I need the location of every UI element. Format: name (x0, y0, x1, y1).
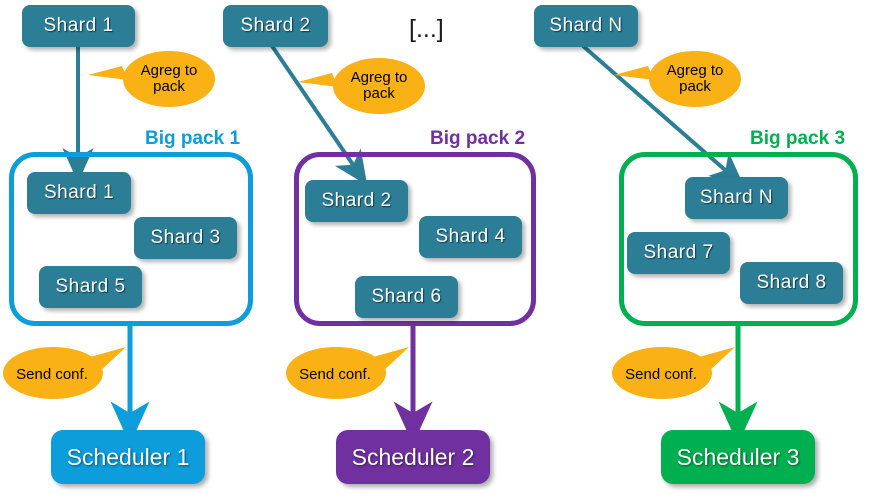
pack-3-shard-7-label: Shard 7 (643, 242, 714, 263)
scheduler-2-label: Scheduler 2 (351, 443, 475, 470)
top-shard-2-label: Shard 2 (240, 15, 311, 36)
send-conf-callout-2-label: Send conf. (299, 365, 371, 383)
send-conf-callout-1-label: Send conf. (16, 365, 88, 383)
pack-1-shard-3-label: Shard 3 (150, 227, 221, 248)
top-shard-2[interactable]: Shard 2 (223, 5, 328, 47)
agreg-callout-1-shape (88, 51, 215, 107)
scheduler-3-label: Scheduler 3 (676, 443, 800, 470)
pack-2-label: Big pack 2 (430, 128, 526, 149)
send-conf-callout-2-shape (286, 347, 409, 399)
scheduler-1-label: Scheduler 1 (66, 443, 190, 470)
send-conf-callout-1-shape (3, 347, 126, 399)
pack-2-shard-2[interactable]: Shard 2 (305, 180, 408, 222)
agreg-callout-3-label: Agreg to pack (666, 61, 724, 95)
pack-2-shard-6[interactable]: Shard 6 (355, 276, 458, 318)
pack-3-shard-n-label: Shard N (699, 187, 774, 208)
pack-2-shard-4[interactable]: Shard 4 (419, 216, 522, 258)
pack-1-shard-1-label: Shard 1 (43, 182, 115, 203)
pack-1-frame[interactable] (9, 152, 253, 326)
top-shard-n[interactable]: Shard N (534, 5, 638, 47)
scheduler-1[interactable]: Scheduler 1 (51, 430, 205, 484)
pack-3-label: Big pack 3 (750, 128, 846, 149)
pack-3-frame[interactable] (619, 152, 858, 326)
pack-1-shard-5-label: Shard 5 (55, 276, 126, 297)
send-conf-callout-3-shape (612, 347, 735, 399)
scheduler-3[interactable]: Scheduler 3 (661, 430, 815, 484)
pack-3-shard-8[interactable]: Shard 8 (740, 262, 843, 304)
pack-1-shard-5[interactable]: Shard 5 (39, 266, 142, 308)
scheduler-2[interactable]: Scheduler 2 (336, 430, 490, 484)
top-shard-1[interactable]: Shard 1 (22, 5, 135, 47)
agreg-callout-2[interactable]: Agreg to pack (298, 55, 426, 117)
pack-1-shard-1[interactable]: Shard 1 (27, 172, 131, 214)
agreg-callout-2-label: Agreg to pack (350, 68, 408, 102)
agreg-callout-1-label: Agreg to pack (140, 61, 198, 95)
pack-2-frame[interactable] (294, 152, 536, 326)
pack-2-shard-2-label: Shard 2 (321, 190, 392, 211)
top-shard-n-label: Shard N (549, 15, 623, 36)
ellipsis-marker: [...] (409, 15, 444, 43)
pack-2-shard-4-label: Shard 4 (435, 226, 506, 247)
send-conf-callout-2[interactable]: Send conf. (285, 345, 413, 405)
pack-2-shard-6-label: Shard 6 (371, 286, 442, 307)
send-conf-callout-3-label: Send conf. (625, 365, 697, 383)
top-shard-1-label: Shard 1 (43, 15, 114, 36)
pack-3-shard-7[interactable]: Shard 7 (627, 232, 730, 274)
agreg-callout-3-shape (614, 51, 741, 107)
pack-1-shard-3[interactable]: Shard 3 (134, 217, 237, 259)
send-conf-callout-3[interactable]: Send conf. (611, 345, 739, 405)
agreg-callout-2-shape (298, 58, 425, 114)
pack-1-label: Big pack 1 (145, 128, 241, 149)
agreg-callout-3[interactable]: Agreg to pack (614, 48, 742, 110)
pack-3-shard-n[interactable]: Shard N (685, 177, 788, 219)
agreg-callout-1[interactable]: Agreg to pack (88, 48, 216, 110)
pack-3-shard-8-label: Shard 8 (756, 272, 827, 293)
send-conf-callout-1[interactable]: Send conf. (2, 345, 130, 405)
